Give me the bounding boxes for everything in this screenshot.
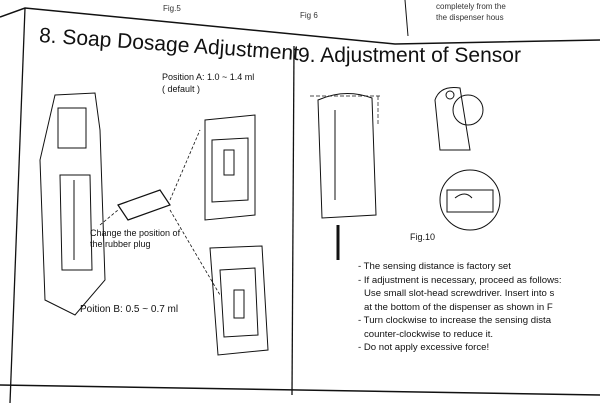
instruction-line: counter-clockwise to reduce it.	[364, 328, 494, 340]
position-a-illustration	[204, 114, 256, 221]
sensor-dispenser-illustration	[310, 93, 380, 260]
position-b-illustration	[209, 245, 269, 356]
instruction-line: - Turn clockwise to increase the sensing…	[358, 315, 552, 326]
section-9-title: 9. Adjustment of Sensor	[298, 44, 521, 67]
fig10-label: Fig.10	[410, 232, 436, 242]
fig6-label: Fig 6	[300, 11, 318, 20]
sensor-instructions: - The sensing distance is factory set - …	[358, 260, 562, 355]
top-note-line-2: the dispenser hous	[436, 13, 504, 22]
instruction-line: at the bottom of the dispenser as shown …	[364, 301, 553, 313]
dispenser-open-illustration	[39, 92, 106, 316]
instruction-line: - Do not apply excessive force!	[358, 342, 490, 353]
fig5-label: Fig.5	[163, 4, 181, 13]
instruction-line: - If adjustment is necessary, proceed as…	[358, 274, 562, 286]
sensor-detail-illustration	[434, 87, 501, 231]
change-plug-line-2: the rubber plug	[90, 239, 151, 249]
top-note-line-1: completely from the	[436, 2, 506, 11]
rubber-plug-illustration	[99, 129, 221, 296]
position-b-label: Poition B: 0.5 ~ 0.7 ml	[80, 304, 179, 315]
default-label: ( default )	[162, 84, 201, 94]
instruction-line: Use small slot-head screwdriver. Insert …	[364, 288, 555, 299]
position-a-label: Position A: 1.0 ~ 1.4 ml	[162, 72, 255, 82]
instruction-line: - The sensing distance is factory set	[358, 261, 511, 272]
change-plug-line-1: Change the position of	[90, 228, 181, 238]
